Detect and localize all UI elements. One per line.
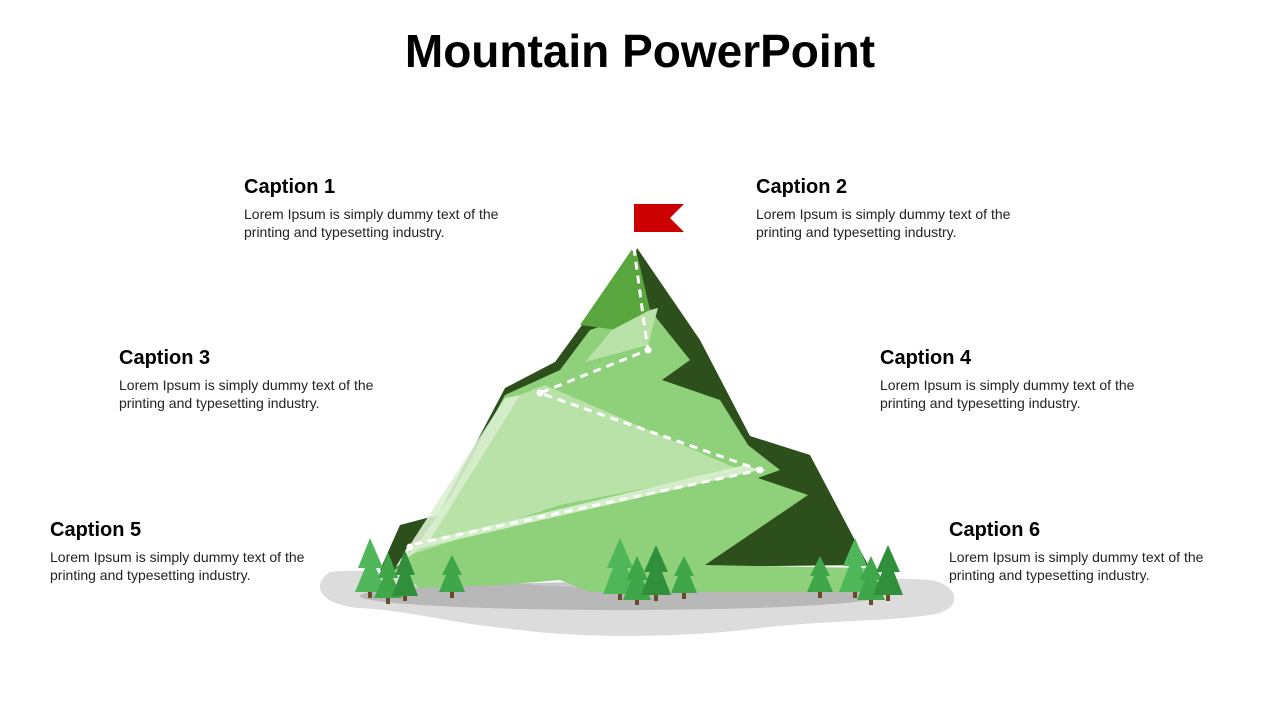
caption-text: Lorem Ipsum is simply dummy text of the … xyxy=(50,549,305,583)
tree-icon xyxy=(374,552,402,598)
path-waypoint xyxy=(631,245,637,251)
caption-title: Caption 1 xyxy=(244,176,336,198)
path-waypoint xyxy=(756,466,764,474)
path-waypoint xyxy=(536,389,544,397)
caption-text: Lorem Ipsum is simply dummy text of the … xyxy=(244,206,499,240)
tree-group-center xyxy=(603,538,697,605)
caption-6: Caption 6 Lorem Ipsum is simply dummy te… xyxy=(949,519,1209,584)
caption-title: Caption 6 xyxy=(949,519,1041,541)
tree-icon xyxy=(355,538,386,592)
tree-icon xyxy=(873,545,903,595)
tree-icon xyxy=(392,550,418,596)
tree-group-right xyxy=(807,538,903,605)
caption-text: Lorem Ipsum is simply dummy text of the … xyxy=(756,206,1011,240)
tree-group-left xyxy=(355,538,465,604)
tree-icon xyxy=(671,556,697,593)
caption-4: Caption 4 Lorem Ipsum is simply dummy te… xyxy=(880,347,1140,412)
caption-5: Caption 5 Lorem Ipsum is simply dummy te… xyxy=(50,519,310,584)
caption-title: Caption 3 xyxy=(119,347,211,369)
mountain-pale-facet-edge xyxy=(395,395,760,568)
caption-3: Caption 3 Lorem Ipsum is simply dummy te… xyxy=(119,347,379,412)
mountain-peak-cap xyxy=(580,245,650,330)
caption-text: Lorem Ipsum is simply dummy text of the … xyxy=(949,549,1204,583)
mountain-pale-facet-1 xyxy=(585,308,658,362)
caption-1: Caption 1 Lorem Ipsum is simply dummy te… xyxy=(244,176,504,241)
caption-title: Caption 4 xyxy=(880,347,972,369)
caption-text: Lorem Ipsum is simply dummy text of the … xyxy=(880,377,1135,411)
path-waypoint xyxy=(644,346,652,354)
path-waypoint xyxy=(406,543,414,551)
mountain-pale-facet-2 xyxy=(410,385,740,555)
tree-icon xyxy=(807,556,833,592)
caption-text: Lorem Ipsum is simply dummy text of the … xyxy=(119,377,374,411)
tree-icon xyxy=(439,555,465,592)
caption-2: Caption 2 Lorem Ipsum is simply dummy te… xyxy=(756,176,1016,241)
slide-title: Mountain PowerPoint xyxy=(404,25,876,77)
flag-icon xyxy=(634,204,684,232)
caption-title: Caption 2 xyxy=(756,176,848,198)
tree-icon xyxy=(641,545,671,595)
caption-title: Caption 5 xyxy=(50,519,142,541)
